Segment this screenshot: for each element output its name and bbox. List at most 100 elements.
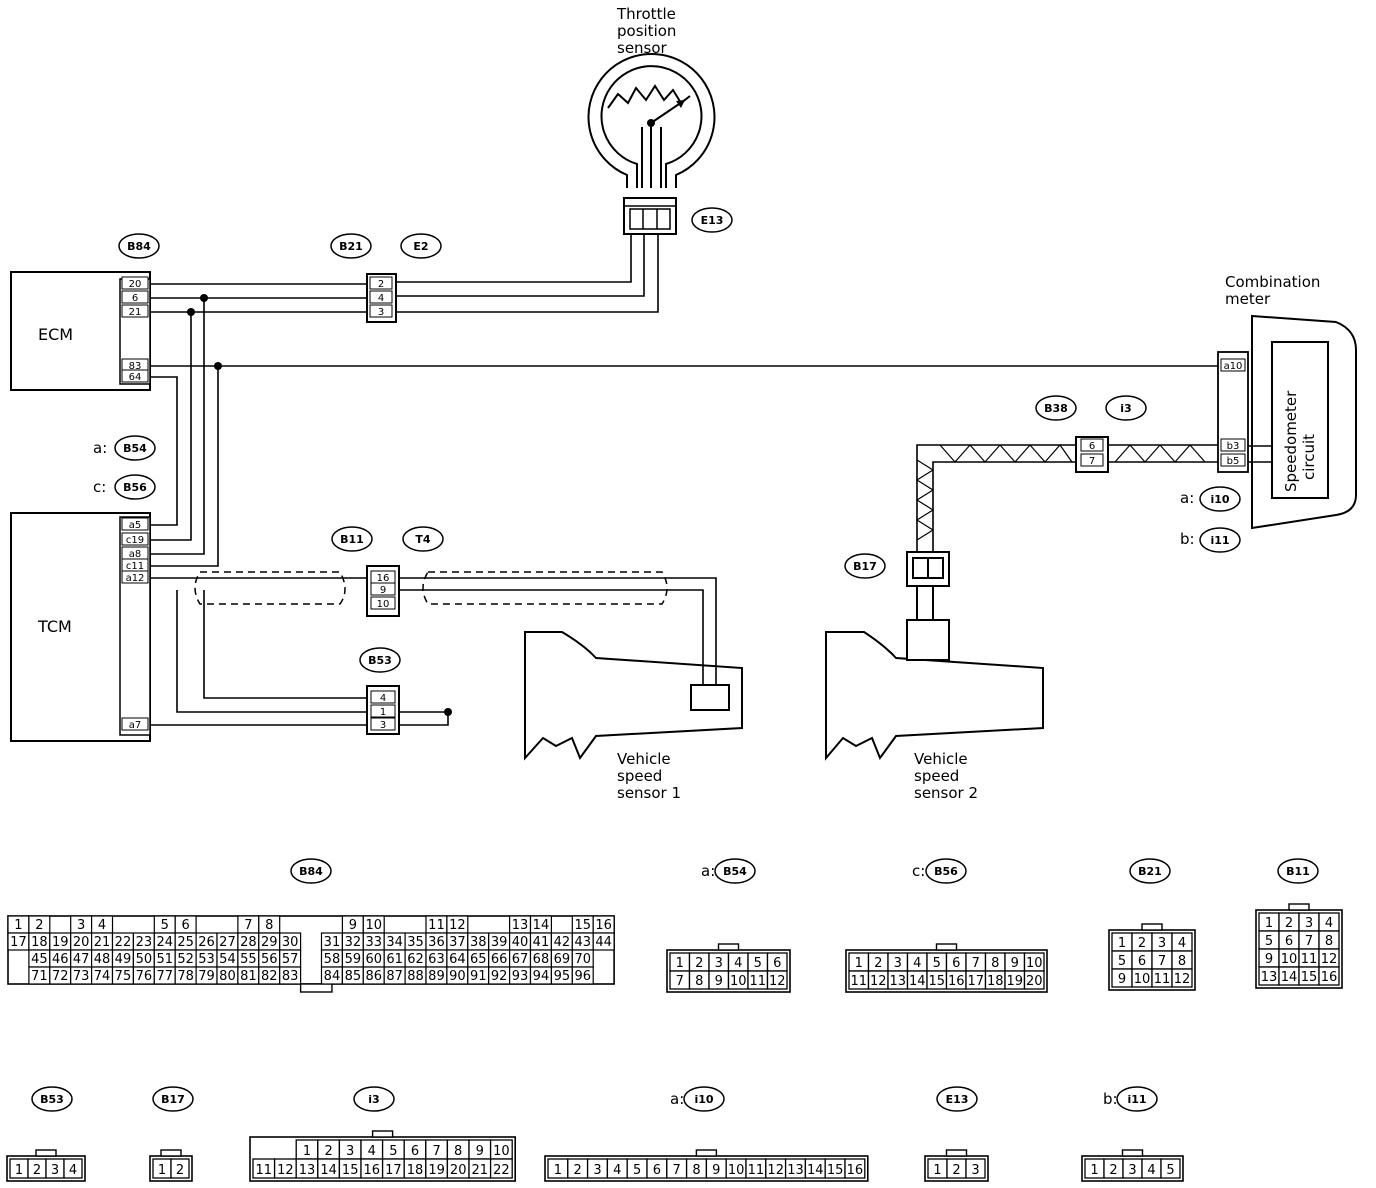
tag-b84: B84 [127,240,151,253]
view-tag-b11: B11 [1286,865,1310,878]
pin-ecm-83: 83 [129,361,142,372]
pin-b11-10: 10 [377,599,390,610]
view-b56-pin-6: 6 [952,956,960,971]
view-b21-pin-1: 1 [1118,936,1126,951]
view-prefix-b54: a: [701,862,715,880]
b84-pin-36: 36 [428,935,445,950]
view-b56-pin-7: 7 [972,956,980,971]
pin-meter-b3: b3 [1227,441,1240,452]
view-b54-pin-2: 2 [695,956,703,971]
pin-tcm-c11: c11 [126,561,144,572]
b84-pin-9: 9 [349,918,357,933]
pin-tcm-a12: a12 [126,573,145,584]
vss1-wires [150,577,717,726]
view-b54-pin-9: 9 [715,974,723,989]
view-b56-pin-14: 14 [909,974,926,989]
view-b11-pin-15: 15 [1301,970,1318,985]
e13-connector [623,197,677,235]
combination-meter: Combination meter Speedometer circuit [1217,273,1357,530]
b84-pin-28: 28 [240,935,257,950]
pin-b21-4: 4 [378,293,384,304]
b84-pin-86: 86 [365,969,382,984]
throttle-label-line1: Throttle [616,5,676,23]
pin-tcm-a8: a8 [129,549,142,560]
view-tag-b17: B17 [161,1093,185,1106]
b84-pin-29: 29 [261,935,278,950]
b84-pin-5: 5 [161,918,169,933]
b84-pin-94: 94 [533,969,550,984]
throttle-label-line3: sensor [617,39,668,57]
pin-ecm-20: 20 [129,279,142,290]
b84-pin-1: 1 [14,918,22,933]
view-b21-pin-5: 5 [1118,954,1126,969]
view-prefix-b56: c: [912,862,925,880]
pin-b38-7: 7 [1089,456,1095,467]
view-b53-pin-4: 4 [69,1163,77,1178]
b84-pin-25: 25 [177,935,194,950]
b84-pin-39: 39 [491,935,508,950]
view-b54-pin-4: 4 [734,956,742,971]
view-i3-pin-15: 15 [342,1163,359,1178]
view-i10-pin-5: 5 [633,1163,641,1178]
b84-pin-62: 62 [407,952,424,967]
view-b54-pin-8: 8 [695,974,703,989]
view-b17-pin-2: 2 [176,1163,184,1178]
view-b54-pin-3: 3 [715,956,723,971]
b84-pin-46: 46 [52,952,69,967]
view-i10-pin-8: 8 [692,1163,700,1178]
b84-pin-24: 24 [156,935,173,950]
prefix-c-b56: c: [93,478,106,496]
view-b11-pin-3: 3 [1305,916,1313,931]
view-b54-pin-6: 6 [773,956,781,971]
view-b11-pin-4: 4 [1325,916,1333,931]
view-tag-b54: B54 [723,865,747,878]
tag-b38: B38 [1044,402,1068,415]
pin-meter-a10: a10 [1224,361,1243,372]
view-i3-pin-8: 8 [454,1144,462,1159]
pin-b21-2: 2 [378,279,384,290]
prefix-a-i10: a: [1180,489,1194,507]
view-i3-pin-19: 19 [428,1163,445,1178]
pin-tcm-c19: c19 [126,535,144,546]
view-prefix-i11: b: [1103,1090,1118,1108]
view-e13-pin-3: 3 [971,1163,979,1178]
b84-pin-59: 59 [345,952,362,967]
b84-pin-40: 40 [512,935,529,950]
b84-pin-89: 89 [428,969,445,984]
b84-pin-75: 75 [115,969,132,984]
view-b17-pin-1: 1 [158,1163,166,1178]
tag-b21: B21 [339,240,363,253]
view-b21-pin-3: 3 [1158,936,1166,951]
view-tag-b21: B21 [1138,865,1162,878]
b84-pin-47: 47 [73,952,90,967]
view-i10-pin-10: 10 [728,1163,745,1178]
b84-pin-34: 34 [386,935,403,950]
pin-ecm-21: 21 [129,307,142,318]
view-i10-pin-1: 1 [554,1163,562,1178]
vss1-label-line1: Vehicle [617,750,671,768]
b84-pin-72: 72 [52,969,69,984]
view-b11-pin-16: 16 [1321,970,1338,985]
view-b21-pin-12: 12 [1174,972,1191,987]
view-b56-pin-18: 18 [987,974,1004,989]
b84-pin-90: 90 [449,969,466,984]
view-b11-pin-14: 14 [1281,970,1298,985]
view-b56-pin-19: 19 [1006,974,1023,989]
view-i3-pin-21: 21 [472,1163,489,1178]
tag-i3: i3 [1120,402,1131,415]
b84-pin-16: 16 [595,918,612,933]
b84-pin-80: 80 [219,969,236,984]
b84-pin-88: 88 [407,969,424,984]
b84-pin-12: 12 [449,918,466,933]
view-b11-pin-6: 6 [1285,934,1293,949]
tag-e2: E2 [413,240,428,253]
view-i3-pin-6: 6 [411,1144,419,1159]
view-b11-pin-13: 13 [1261,970,1278,985]
prefix-b-i11: b: [1180,530,1195,548]
b84-pin-21: 21 [94,935,111,950]
view-i10-pin-2: 2 [574,1163,582,1178]
b84-pin-51: 51 [156,952,173,967]
